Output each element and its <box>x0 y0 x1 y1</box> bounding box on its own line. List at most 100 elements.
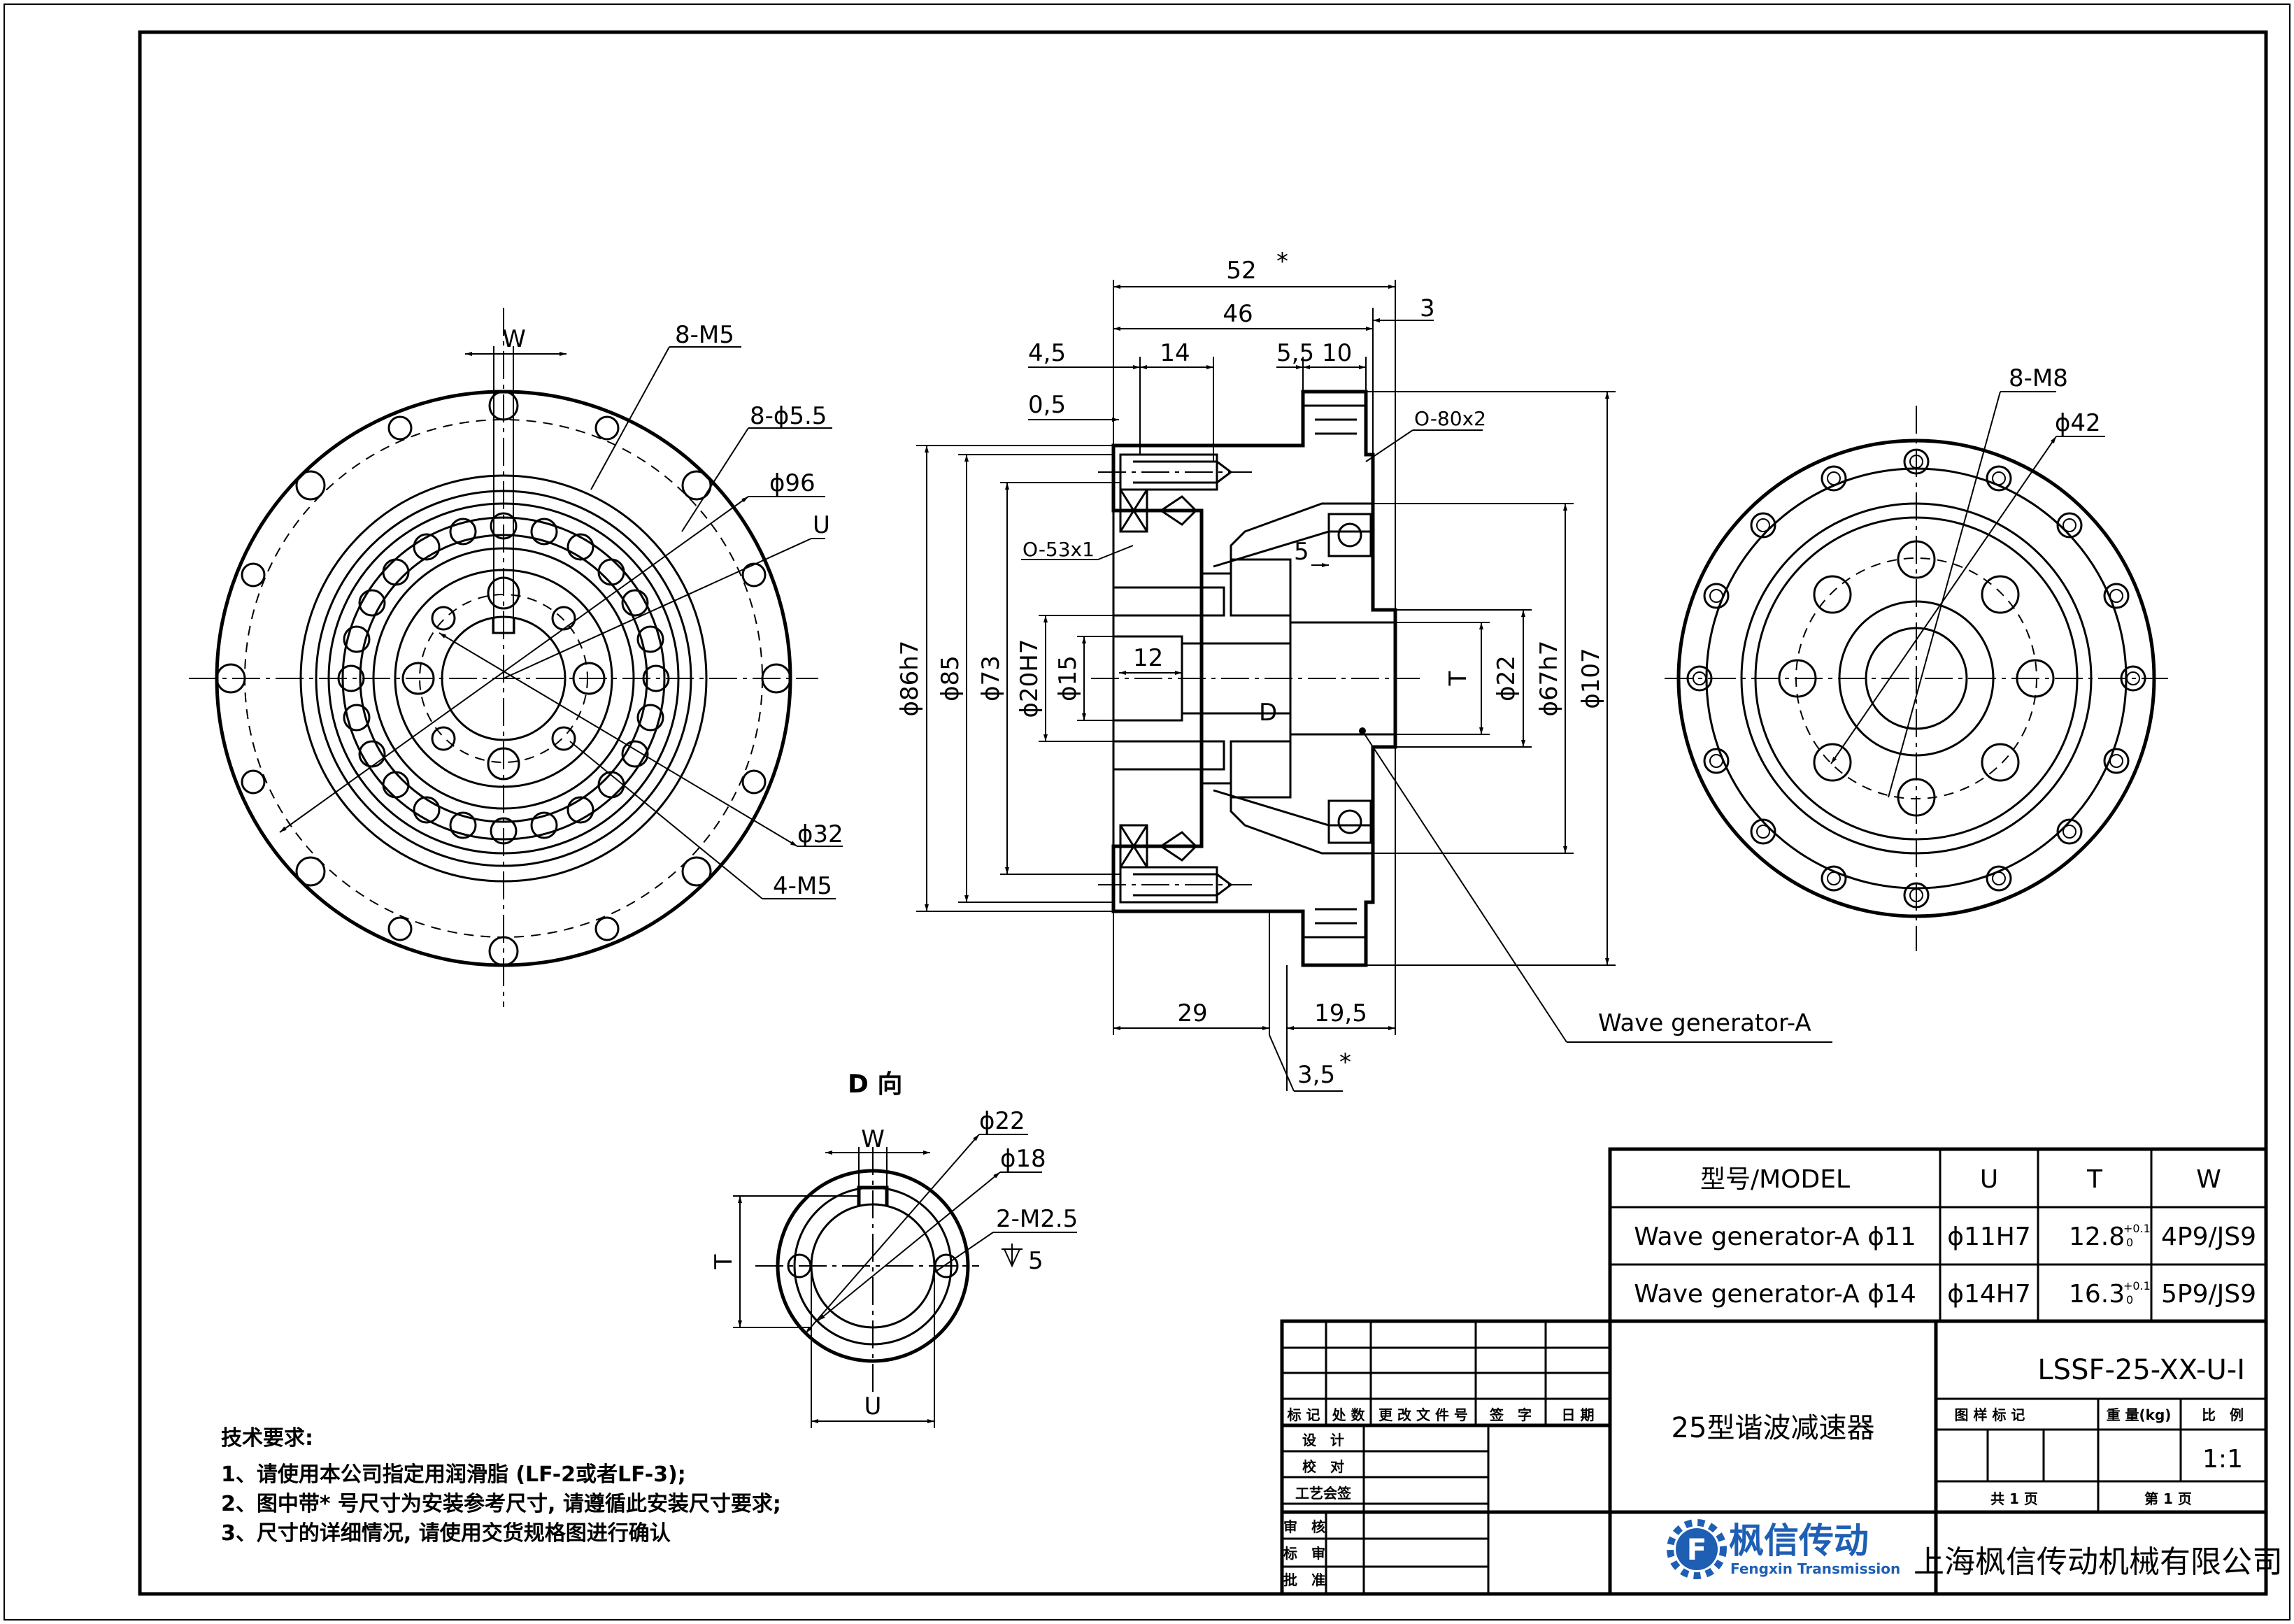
dim-52: 52 <box>1226 257 1256 285</box>
d-label-t: T <box>710 1254 738 1269</box>
col-weight: 重 量(kg) <box>2107 1406 2172 1423</box>
dim-phi20: ϕ20H7 <box>1016 639 1043 718</box>
outer-bolt-holes <box>1686 448 2146 909</box>
note-line-1: 1、请使用本公司指定用润滑脂 (LF-2或者LF-3); <box>221 1462 686 1487</box>
d-view-title: D 向 <box>848 1070 902 1099</box>
technical-notes: 技术要求: 1、请使用本公司指定用润滑脂 (LF-2或者LF-3); 2、图中带… <box>221 1426 781 1546</box>
role-review: 审 核 <box>1283 1518 1325 1535</box>
rev-date: 日 期 <box>1562 1406 1595 1423</box>
dim-phi86: ϕ86h7 <box>896 641 924 717</box>
model-table: 型号/MODEL U T W Wave generator-A ϕ11 ϕ11H… <box>1608 1147 2268 1323</box>
label-o-53x1: O-53x1 <box>1023 538 1095 561</box>
row1-t: 12.8 <box>2069 1223 2125 1251</box>
rev-count: 处 数 <box>1332 1406 1366 1423</box>
role-process: 工艺会签 <box>1295 1485 1352 1502</box>
dim-4-5: 4,5 <box>1028 339 1066 367</box>
role-approve: 批 准 <box>1283 1572 1325 1588</box>
drawing-number: LSSF-25-XX-U-I <box>2037 1354 2245 1386</box>
d-view: D 向 W ϕ22 ϕ18 2-M2.5 5 T U <box>710 1070 1078 1428</box>
role-design: 设 计 <box>1302 1432 1344 1448</box>
d-label-phi22: ϕ22 <box>979 1107 1025 1135</box>
d-label-2-m2-5: 2-M2.5 <box>996 1205 1078 1233</box>
header-t: T <box>2086 1165 2103 1194</box>
dim-19-5: 19,5 <box>1314 999 1367 1027</box>
row2-w: 5P9/JS9 <box>2161 1280 2256 1309</box>
note-line-2: 2、图中带* 号尺寸为安装参考尺寸, 请遵循此安装尺寸要求; <box>221 1492 781 1516</box>
d-label-depth: 5 <box>1028 1247 1043 1275</box>
rev-doc: 更 改 文 件 号 <box>1378 1406 1468 1423</box>
dim-phi73: ϕ73 <box>977 655 1005 701</box>
row2-u: ϕ14H7 <box>1947 1280 2031 1309</box>
row1-t-tol-lower: 0 <box>2126 1236 2133 1249</box>
note-line-3: 3、尺寸的详细情况, 请使用交货规格图进行确认 <box>221 1521 671 1546</box>
dim-3-5-star: * <box>1339 1048 1351 1076</box>
label-8-holes: 8-ϕ5.5 <box>750 402 827 430</box>
row2-t: 16.3 <box>2069 1280 2125 1309</box>
row2-t-tol-lower: 0 <box>2126 1293 2133 1306</box>
dim-10: 10 <box>1322 339 1352 367</box>
dim-phi85: ϕ85 <box>936 655 964 701</box>
col-stage: 图 样 标 记 <box>1955 1406 2025 1423</box>
row1-model: Wave generator-A ϕ11 <box>1634 1223 1916 1251</box>
dim-52-star: * <box>1276 248 1288 276</box>
role-standard: 标 审 <box>1283 1545 1325 1562</box>
row1-u: ϕ11H7 <box>1947 1223 2031 1251</box>
dim-5-5: 5,5 <box>1276 339 1314 367</box>
role-check: 校 对 <box>1302 1458 1344 1475</box>
company-logo: F 枫信传动 Fengxin Transmission <box>1667 1519 1900 1579</box>
dim-5: 5 <box>1294 538 1309 566</box>
row1-t-tol-upper: +0.1 <box>2123 1222 2151 1235</box>
label-o-80x2: O-80x2 <box>1414 407 1486 430</box>
logo-gear-icon: F <box>1667 1519 1727 1579</box>
dim-0-5: 0,5 <box>1028 391 1066 419</box>
row2-model: Wave generator-A ϕ14 <box>1634 1280 1916 1309</box>
logo-glyph: F <box>1687 1532 1707 1567</box>
row2-t-tol-upper: +0.1 <box>2123 1279 2151 1292</box>
scale-value: 1:1 <box>2202 1445 2243 1474</box>
label-w: W <box>502 325 526 353</box>
back-view: 8-M8 ϕ42 <box>1665 364 2168 951</box>
dim-12: 12 <box>1133 644 1163 672</box>
front-view: W 8-M5 8-ϕ5.5 ϕ96 U ϕ32 4-M5 <box>189 308 843 1007</box>
d-label-w: W <box>861 1125 885 1153</box>
section-view: D 52 * 46 3 4,5 14 5,5 10 0,5 O-80x2 O-5… <box>896 248 1832 1092</box>
d-label-phi18: ϕ18 <box>1000 1145 1046 1173</box>
sheet-border <box>3 3 2291 1621</box>
dim-46: 46 <box>1223 300 1253 328</box>
sheets-total: 共 1 页 <box>1990 1490 2038 1507</box>
label-u: U <box>813 511 830 539</box>
label-d: D <box>1259 699 1277 727</box>
dim-3-5: 3,5 <box>1297 1061 1335 1089</box>
logo-english: Fengxin Transmission <box>1730 1560 1900 1577</box>
dim-phi107: ϕ107 <box>1577 648 1605 708</box>
drawing-frame <box>138 30 2268 1596</box>
label-4-m5: 4-M5 <box>773 872 832 900</box>
label-wave-generator: Wave generator-A <box>1598 1009 1811 1037</box>
d-label-u: U <box>864 1392 882 1420</box>
rev-mark: 标 记 <box>1288 1406 1320 1423</box>
notes-title: 技术要求: <box>221 1426 313 1451</box>
dim-phi15: ϕ15 <box>1054 655 1082 701</box>
dim-phi67: ϕ67h7 <box>1535 641 1563 717</box>
logo-chinese: 枫信传动 <box>1729 1520 1869 1561</box>
label-8-m8: 8-M8 <box>2009 364 2068 392</box>
dim-14: 14 <box>1160 339 1190 367</box>
label-phi96: ϕ96 <box>769 469 815 497</box>
header-w: W <box>2196 1165 2221 1194</box>
header-u: U <box>1980 1165 1998 1194</box>
part-name: 25型谐波减速器 <box>1672 1412 1875 1444</box>
col-scale: 比 例 <box>2202 1406 2244 1423</box>
label-phi42: ϕ42 <box>2055 409 2101 437</box>
dim-t: T <box>1444 671 1472 686</box>
dim-29: 29 <box>1177 999 1207 1027</box>
title-block: 标 记 处 数 更 改 文 件 号 签 字 日 期 设 计 校 对 工艺会签 审… <box>1280 1319 2283 1596</box>
company-name: 上海枫信传动机械有限公司 <box>1914 1544 2283 1580</box>
label-phi32: ϕ32 <box>797 820 843 848</box>
rev-sign: 签 字 <box>1489 1406 1532 1423</box>
header-model: 型号/MODEL <box>1700 1165 1850 1194</box>
dim-phi22: ϕ22 <box>1492 655 1520 701</box>
dim-3: 3 <box>1420 294 1435 322</box>
row1-w: 4P9/JS9 <box>2161 1223 2256 1251</box>
label-8-m5: 8-M5 <box>675 321 734 349</box>
